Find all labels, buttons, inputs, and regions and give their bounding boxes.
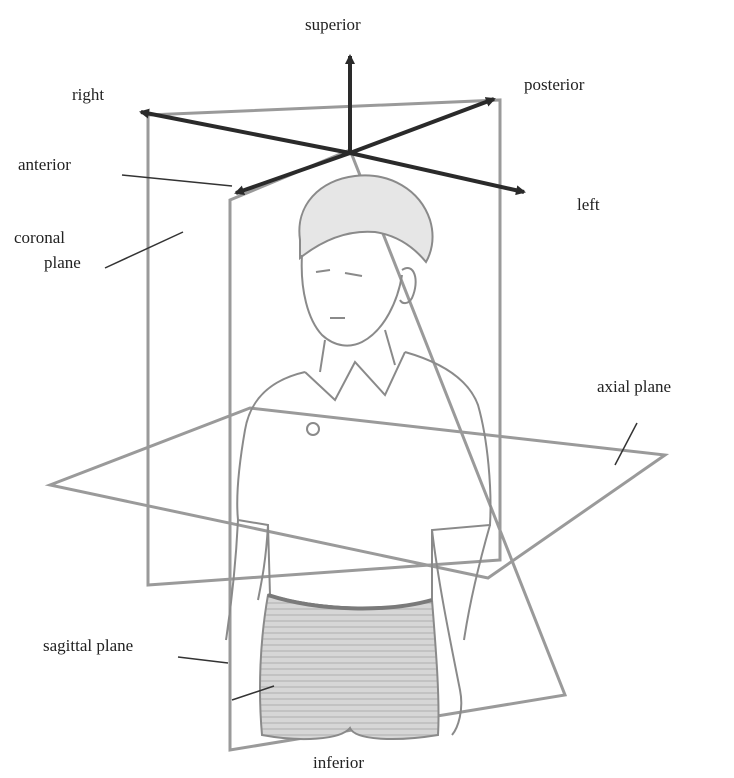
label-coronal-line2: plane bbox=[44, 253, 81, 272]
direction-axes bbox=[141, 56, 524, 193]
label-anterior: anterior bbox=[18, 155, 71, 174]
axial-plane bbox=[50, 408, 665, 578]
label-axial-plane: axial plane bbox=[597, 377, 671, 396]
coronal-leader bbox=[105, 232, 183, 268]
label-superior: superior bbox=[305, 15, 361, 34]
label-right: right bbox=[72, 85, 104, 104]
label-left: left bbox=[577, 195, 600, 214]
anterior-leader bbox=[122, 175, 232, 186]
label-inferior: inferior bbox=[313, 753, 364, 772]
sagittal-leader bbox=[178, 657, 228, 663]
label-coronal-line1: coronal bbox=[14, 228, 65, 247]
axial-leader bbox=[615, 423, 637, 465]
label-posterior: posterior bbox=[524, 75, 585, 94]
shorts bbox=[260, 595, 439, 739]
label-sagittal-plane: sagittal plane bbox=[43, 636, 133, 655]
right-arrow bbox=[141, 112, 350, 153]
posterior-arrow bbox=[350, 99, 494, 153]
